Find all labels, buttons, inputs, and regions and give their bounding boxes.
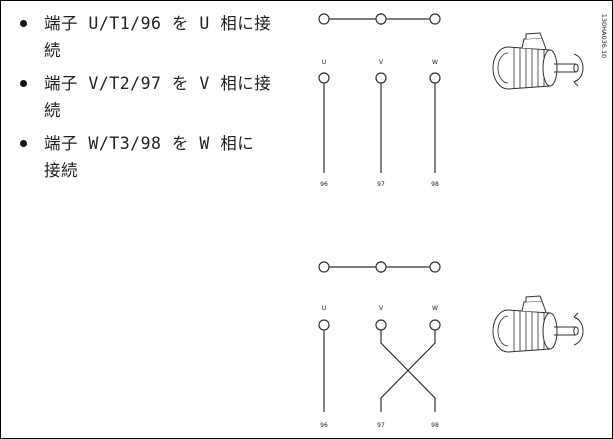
instruction-text-line1: 端子 V/T2/97 を V 相に接 [44,74,272,93]
terminal-label-98: 98 [431,422,439,429]
figure-code: 130HA036.10 [600,14,608,58]
instruction-text-line2: 続 [44,101,61,120]
bottom-wiring-diagram: U V W 96 97 98 [318,261,584,429]
phase-label-v: V [379,59,384,66]
terminal-label-97: 97 [377,422,385,429]
instruction-text-line2: 続 [44,41,61,60]
instruction-list: 端子 U/T1/96 を U 相に接 続 端子 V/T2/97 を V 相に接 … [20,10,302,190]
bottom-terminal-wires [318,319,441,412]
instruction-item-v: 端子 V/T2/97 を V 相に接 続 [20,70,302,124]
bullet-dot [20,20,27,27]
terminal-label-97: 97 [377,181,385,188]
phase-label-w: W [432,59,438,66]
instruction-item-w: 端子 W/T3/98 を W 相に 接続 [20,130,302,184]
top-bus-line [318,13,441,25]
phase-label-u: U [322,305,326,312]
top-wiring-diagram: U V W 96 97 98 [318,13,584,188]
terminal-label-96: 96 [320,181,328,188]
bullet-dot [20,80,27,87]
top-terminal-wires [318,72,441,173]
instruction-text-line1: 端子 U/T1/96 を U 相に接 [44,14,272,33]
instruction-item-u: 端子 U/T1/96 を U 相に接 続 [20,10,302,64]
motor-icon [492,32,584,90]
terminal-label-98: 98 [431,181,439,188]
terminal-label-96: 96 [320,422,328,429]
phase-label-w: W [432,305,438,312]
phase-label-v: V [379,305,384,312]
bullet-dot [20,140,27,147]
instruction-text-line1: 端子 W/T3/98 を W 相に [44,134,255,153]
motor-icon [492,295,584,353]
bottom-bus-line [318,261,441,273]
instruction-text-line2: 接続 [44,161,78,180]
phase-label-u: U [322,59,326,66]
